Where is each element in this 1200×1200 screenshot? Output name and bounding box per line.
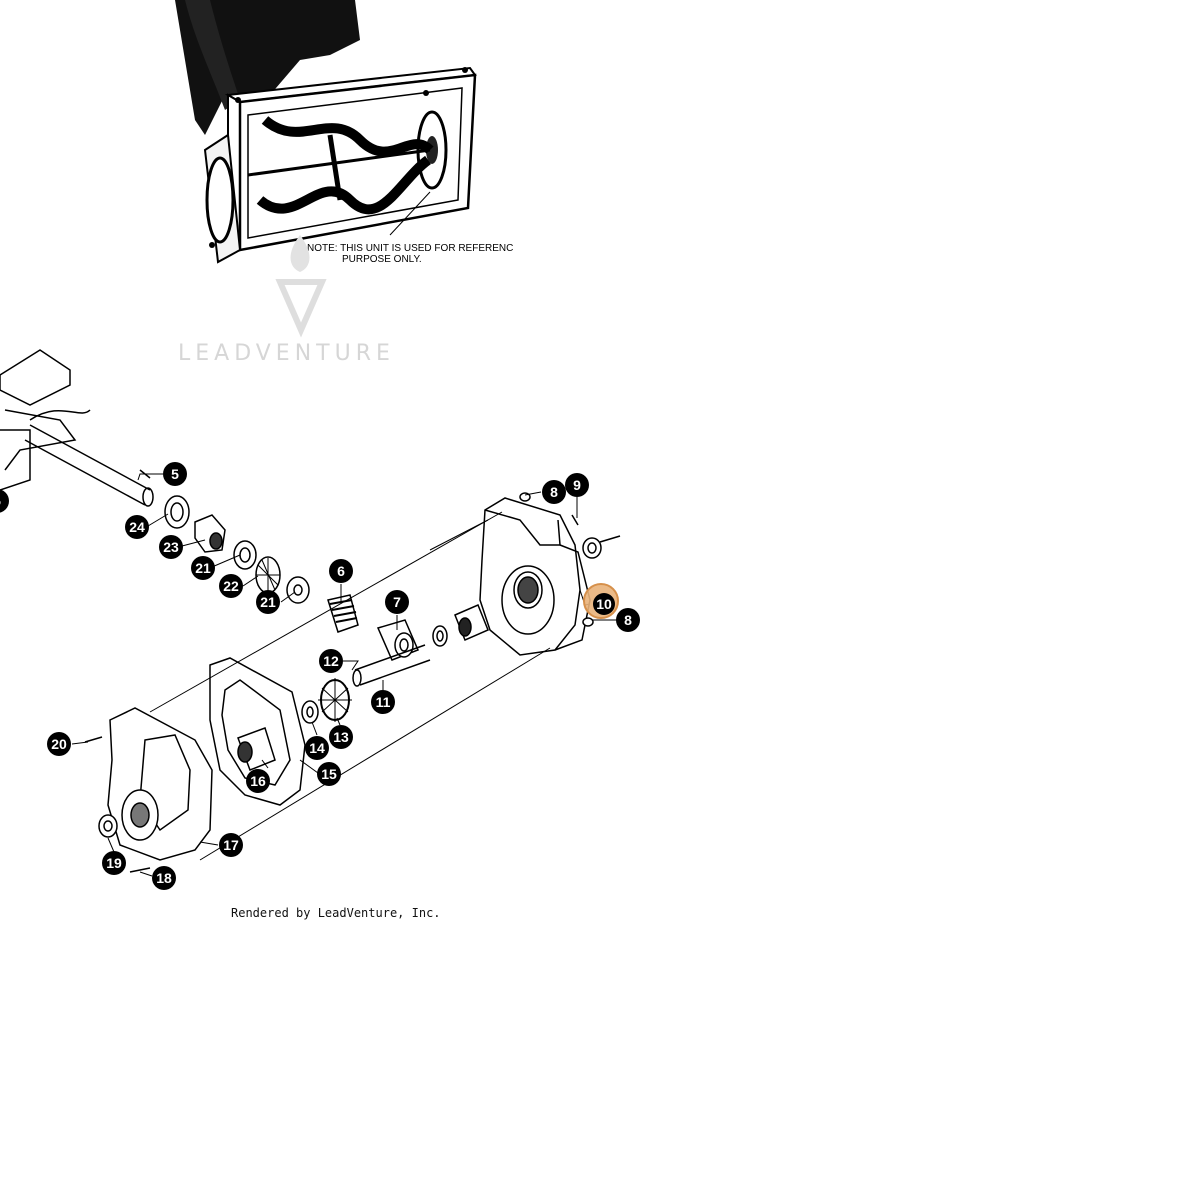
leader-lines [71, 473, 617, 877]
svg-text:10: 10 [596, 596, 612, 612]
gasket-15 [209, 657, 306, 806]
callout-17[interactable]: 17 [219, 833, 243, 857]
svg-text:8: 8 [624, 612, 632, 628]
svg-text:16: 16 [250, 773, 266, 789]
callout-12[interactable]: 12 [319, 649, 343, 673]
svg-text:9: 9 [573, 477, 581, 493]
svg-text:6: 6 [337, 563, 345, 579]
callout-20[interactable]: 20 [47, 732, 71, 756]
callout-21-upper[interactable]: 21 [191, 556, 215, 580]
callout-22[interactable]: 22 [219, 574, 243, 598]
svg-text:7: 7 [393, 594, 401, 610]
callout-8-top[interactable]: 8 [542, 480, 566, 504]
svg-text:17: 17 [223, 837, 239, 853]
gear-case-left [84, 707, 213, 873]
gear-case-right [479, 492, 621, 656]
alignment-lines [149, 511, 551, 861]
callout-24[interactable]: 24 [125, 515, 149, 539]
callout-21-lower[interactable]: 21 [256, 590, 280, 614]
callout-5b[interactable]: 5 [0, 489, 9, 513]
svg-text:14: 14 [309, 740, 325, 756]
svg-text:20: 20 [51, 736, 67, 752]
callout-7[interactable]: 7 [385, 590, 409, 614]
rendered-by-credit: Rendered by LeadVenture, Inc. [231, 906, 441, 920]
note-line-1: NOTE: THIS UNIT IS USED FOR REFERENC [307, 243, 513, 254]
auger-shaft-assembly [0, 349, 489, 724]
watermark-logo [275, 235, 327, 338]
callout-19[interactable]: 19 [102, 851, 126, 875]
callout-9[interactable]: 9 [565, 473, 589, 497]
callout-18[interactable]: 18 [152, 866, 176, 890]
svg-text:11: 11 [376, 694, 391, 710]
callout-13[interactable]: 13 [329, 725, 353, 749]
snowblower-unit-illustration [175, 0, 477, 264]
svg-text:5: 5 [0, 493, 1, 509]
svg-text:23: 23 [163, 539, 179, 555]
callout-5[interactable]: 5 [163, 462, 187, 486]
callout-16[interactable]: 16 [246, 769, 270, 793]
svg-text:22: 22 [223, 578, 239, 594]
svg-text:5: 5 [171, 466, 179, 482]
callout-10[interactable]: 10 [583, 583, 619, 619]
svg-text:13: 13 [333, 729, 349, 745]
svg-text:19: 19 [106, 855, 122, 871]
svg-text:24: 24 [129, 519, 145, 535]
callout-15[interactable]: 15 [317, 762, 341, 786]
svg-text:8: 8 [550, 484, 558, 500]
watermark-text: LEADVENTURE [178, 341, 395, 366]
svg-text:18: 18 [156, 870, 172, 886]
callout-8-bottom[interactable]: 8 [616, 608, 640, 632]
svg-text:12: 12 [323, 653, 339, 669]
callout-23[interactable]: 23 [159, 535, 183, 559]
note-line-2: PURPOSE ONLY. [342, 254, 422, 265]
callout-6[interactable]: 6 [329, 559, 353, 583]
callout-14[interactable]: 14 [305, 736, 329, 760]
svg-text:21: 21 [260, 594, 276, 610]
svg-text:21: 21 [195, 560, 211, 576]
callout-11[interactable]: 11 [371, 690, 395, 714]
svg-text:15: 15 [321, 766, 337, 782]
